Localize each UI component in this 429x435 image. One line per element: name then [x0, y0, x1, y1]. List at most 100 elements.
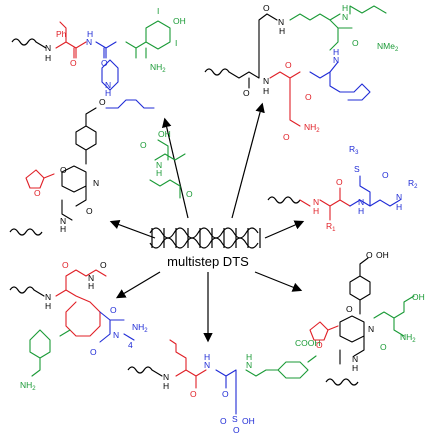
arrows	[109, 102, 305, 343]
atom-o: O	[101, 58, 108, 68]
atom-r2: R2	[408, 178, 418, 190]
atom-o: O	[140, 140, 147, 150]
dna-stub-icon	[325, 378, 359, 386]
atom-h: H	[88, 281, 94, 291]
atom-n: N	[113, 330, 119, 340]
atom-n: N	[358, 197, 364, 207]
atom-n: N	[60, 216, 66, 226]
atom-o: O	[110, 305, 117, 315]
atom-o: O	[62, 260, 69, 270]
atom-nme2: NMe2	[377, 41, 399, 53]
structure-top-left: Ph N H O N H O I OH I NH2	[11, 6, 186, 91]
atom-oh: OH	[376, 250, 389, 260]
atom-oh: OH	[412, 292, 425, 302]
atom-o: O	[316, 340, 323, 350]
atom-nh2: NH2	[400, 332, 416, 344]
structure-bottom-right: O OH OH O N O NH2 O N H	[309, 250, 425, 386]
center-dna-duplex	[149, 227, 261, 249]
atom-n: N	[93, 178, 99, 188]
atom-o: O	[86, 206, 93, 216]
atom-h: H	[358, 206, 364, 216]
atom-s: S	[354, 164, 360, 174]
atom-r3: R3	[349, 144, 359, 156]
atom-h: H	[163, 381, 169, 391]
atom-cooh: COOH	[295, 338, 321, 348]
atom-o: O	[70, 58, 77, 68]
atom-h: H	[45, 301, 51, 311]
atom-nh2: NH2	[150, 62, 166, 74]
arrow-to-bottom-right	[254, 271, 303, 292]
atom-o: O	[382, 170, 389, 180]
atom-o: O	[285, 60, 292, 70]
arrow-to-top-right	[231, 102, 265, 219]
atom-o: O	[233, 425, 240, 435]
structure-bottom-left: N H O O N H O N NH2 4 NH2 O	[9, 260, 148, 392]
atom-nh2: NH2	[132, 322, 148, 334]
atom-n: N	[45, 43, 51, 53]
atom-h: H	[333, 47, 339, 57]
atom-n: N	[278, 17, 284, 27]
atom-h: H	[87, 29, 93, 39]
atom-o: O	[90, 347, 97, 357]
atom-n: N	[263, 76, 269, 86]
atom-n: N	[333, 55, 339, 65]
atom-n: N	[86, 37, 92, 47]
atom-n: N	[368, 324, 374, 334]
atom-h: H	[263, 86, 269, 96]
dna-stub-icon	[127, 366, 153, 374]
atom-n: N	[246, 360, 252, 370]
arrow-to-mid-right	[264, 220, 305, 239]
atom-h: H	[342, 3, 348, 13]
atom-ph: Ph	[56, 29, 67, 39]
atom-nh2: NH2	[20, 380, 36, 392]
atom-h: H	[105, 88, 111, 98]
atom-r1: R1	[326, 221, 336, 233]
atom-h: H	[352, 363, 358, 373]
atom-h: H	[204, 352, 210, 362]
atom-o: O	[220, 416, 227, 426]
dna-stub-icon	[11, 38, 37, 46]
atom-o: O	[366, 250, 373, 260]
atom-o: O	[263, 3, 270, 13]
atom-n: N	[313, 197, 319, 207]
atom-h: H	[279, 26, 285, 36]
atom-i: I	[175, 38, 177, 48]
atom-o: O	[222, 389, 229, 399]
structure-mid-right: R3 S O N H R2 N H O R1 N H	[267, 144, 418, 233]
atom-o: O	[186, 189, 193, 199]
atom-o: O	[305, 92, 312, 102]
atom-n: N	[342, 12, 348, 22]
atom-h: H	[396, 202, 402, 212]
atom-subscript: 4	[128, 340, 133, 350]
atom-oh: OH	[242, 416, 255, 426]
atom-o: O	[99, 97, 106, 107]
dna-stub-icon	[267, 196, 301, 204]
atom-o: O	[346, 304, 353, 314]
atom-o: O	[336, 177, 343, 187]
atom-o: O	[100, 260, 107, 270]
atom-h: H	[246, 352, 252, 362]
atom-oh: OH	[173, 16, 186, 26]
dna-stub-icon	[9, 228, 43, 236]
atom-n: N	[204, 360, 210, 370]
atom-o: O	[243, 88, 250, 98]
center-label: multistep DTS	[167, 254, 249, 269]
atom-h: H	[60, 224, 66, 234]
atom-s: S	[232, 414, 238, 424]
atom-n: N	[396, 192, 402, 202]
arrow-to-bottom-left	[115, 271, 161, 299]
atom-o: O	[380, 342, 387, 352]
arrow-to-top-left	[161, 117, 189, 219]
atom-o: O	[34, 188, 41, 198]
atom-n: N	[352, 354, 358, 364]
arrow-to-mid-left	[109, 220, 156, 239]
atom-n: N	[156, 160, 162, 170]
atom-n: N	[163, 372, 169, 382]
atom-n: N	[88, 273, 94, 283]
atom-o: O	[60, 165, 67, 175]
atom-n: N	[45, 292, 51, 302]
atom-oh: OH	[158, 129, 171, 139]
atom-n: N	[105, 80, 111, 90]
atom-o: O	[190, 389, 197, 399]
